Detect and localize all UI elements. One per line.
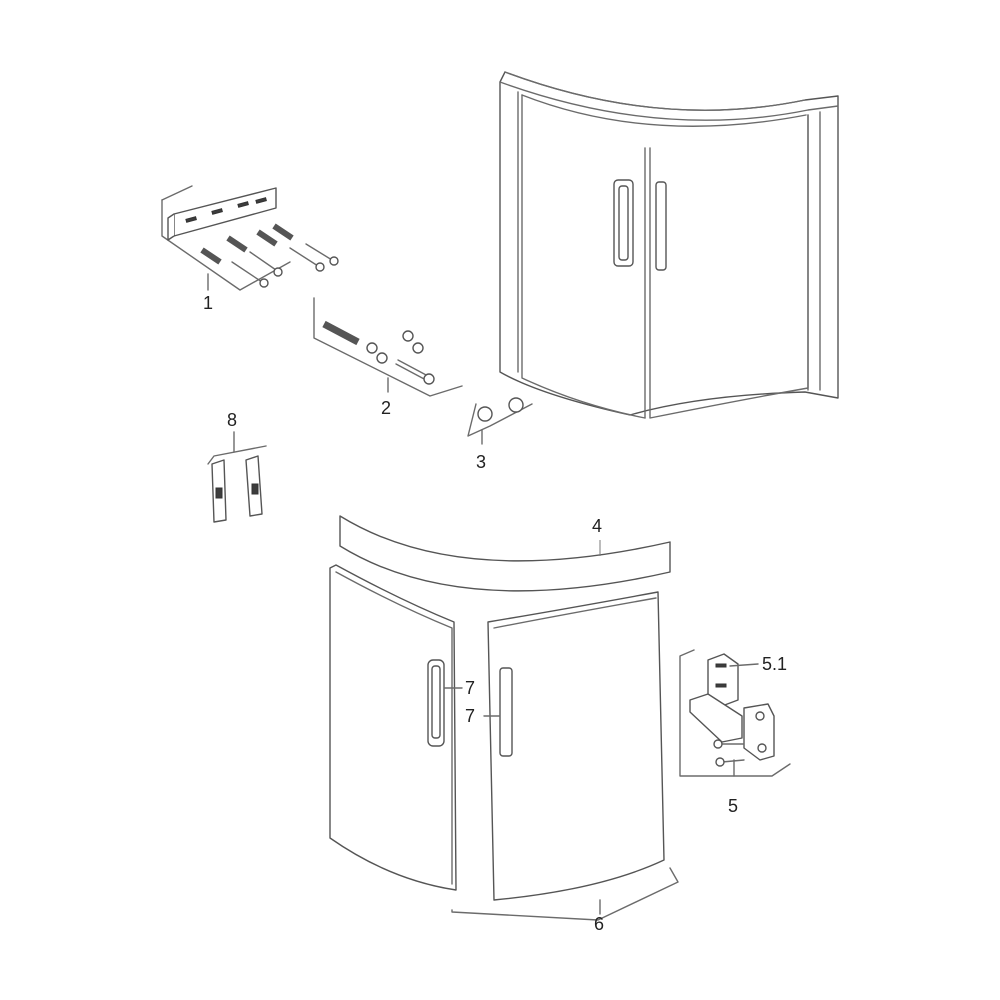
wall-plugs — [200, 223, 294, 265]
cabinet-doors — [329, 564, 679, 921]
cover-caps — [467, 397, 533, 445]
label-part-8: 8 — [227, 410, 237, 430]
door-handle-left — [427, 659, 463, 747]
label-part-6: 6 — [594, 914, 604, 934]
label-part-7-right: 7 — [465, 706, 475, 726]
label-part-7-left: 7 — [465, 678, 475, 698]
assembled-cabinet — [499, 71, 839, 419]
label-part-1: 1 — [203, 293, 213, 313]
screws-set-1 — [231, 243, 339, 288]
wall-fixing-set — [313, 297, 463, 397]
hanging-clips — [207, 431, 267, 523]
hinge-body — [689, 693, 775, 761]
door-handle-right — [483, 667, 513, 757]
mounting-bracket — [167, 187, 277, 241]
label-part-5: 5 — [728, 796, 738, 816]
hinge-screws — [713, 739, 745, 767]
wall-bracket-kit — [161, 185, 339, 291]
plug-and-bolt — [322, 320, 435, 385]
top-panel — [339, 515, 671, 592]
label-part-2: 2 — [381, 398, 391, 418]
label-part-5-1: 5.1 — [762, 654, 787, 674]
hinge-set — [679, 649, 791, 777]
label-part-4: 4 — [592, 516, 602, 536]
label-part-3: 3 — [476, 452, 486, 472]
